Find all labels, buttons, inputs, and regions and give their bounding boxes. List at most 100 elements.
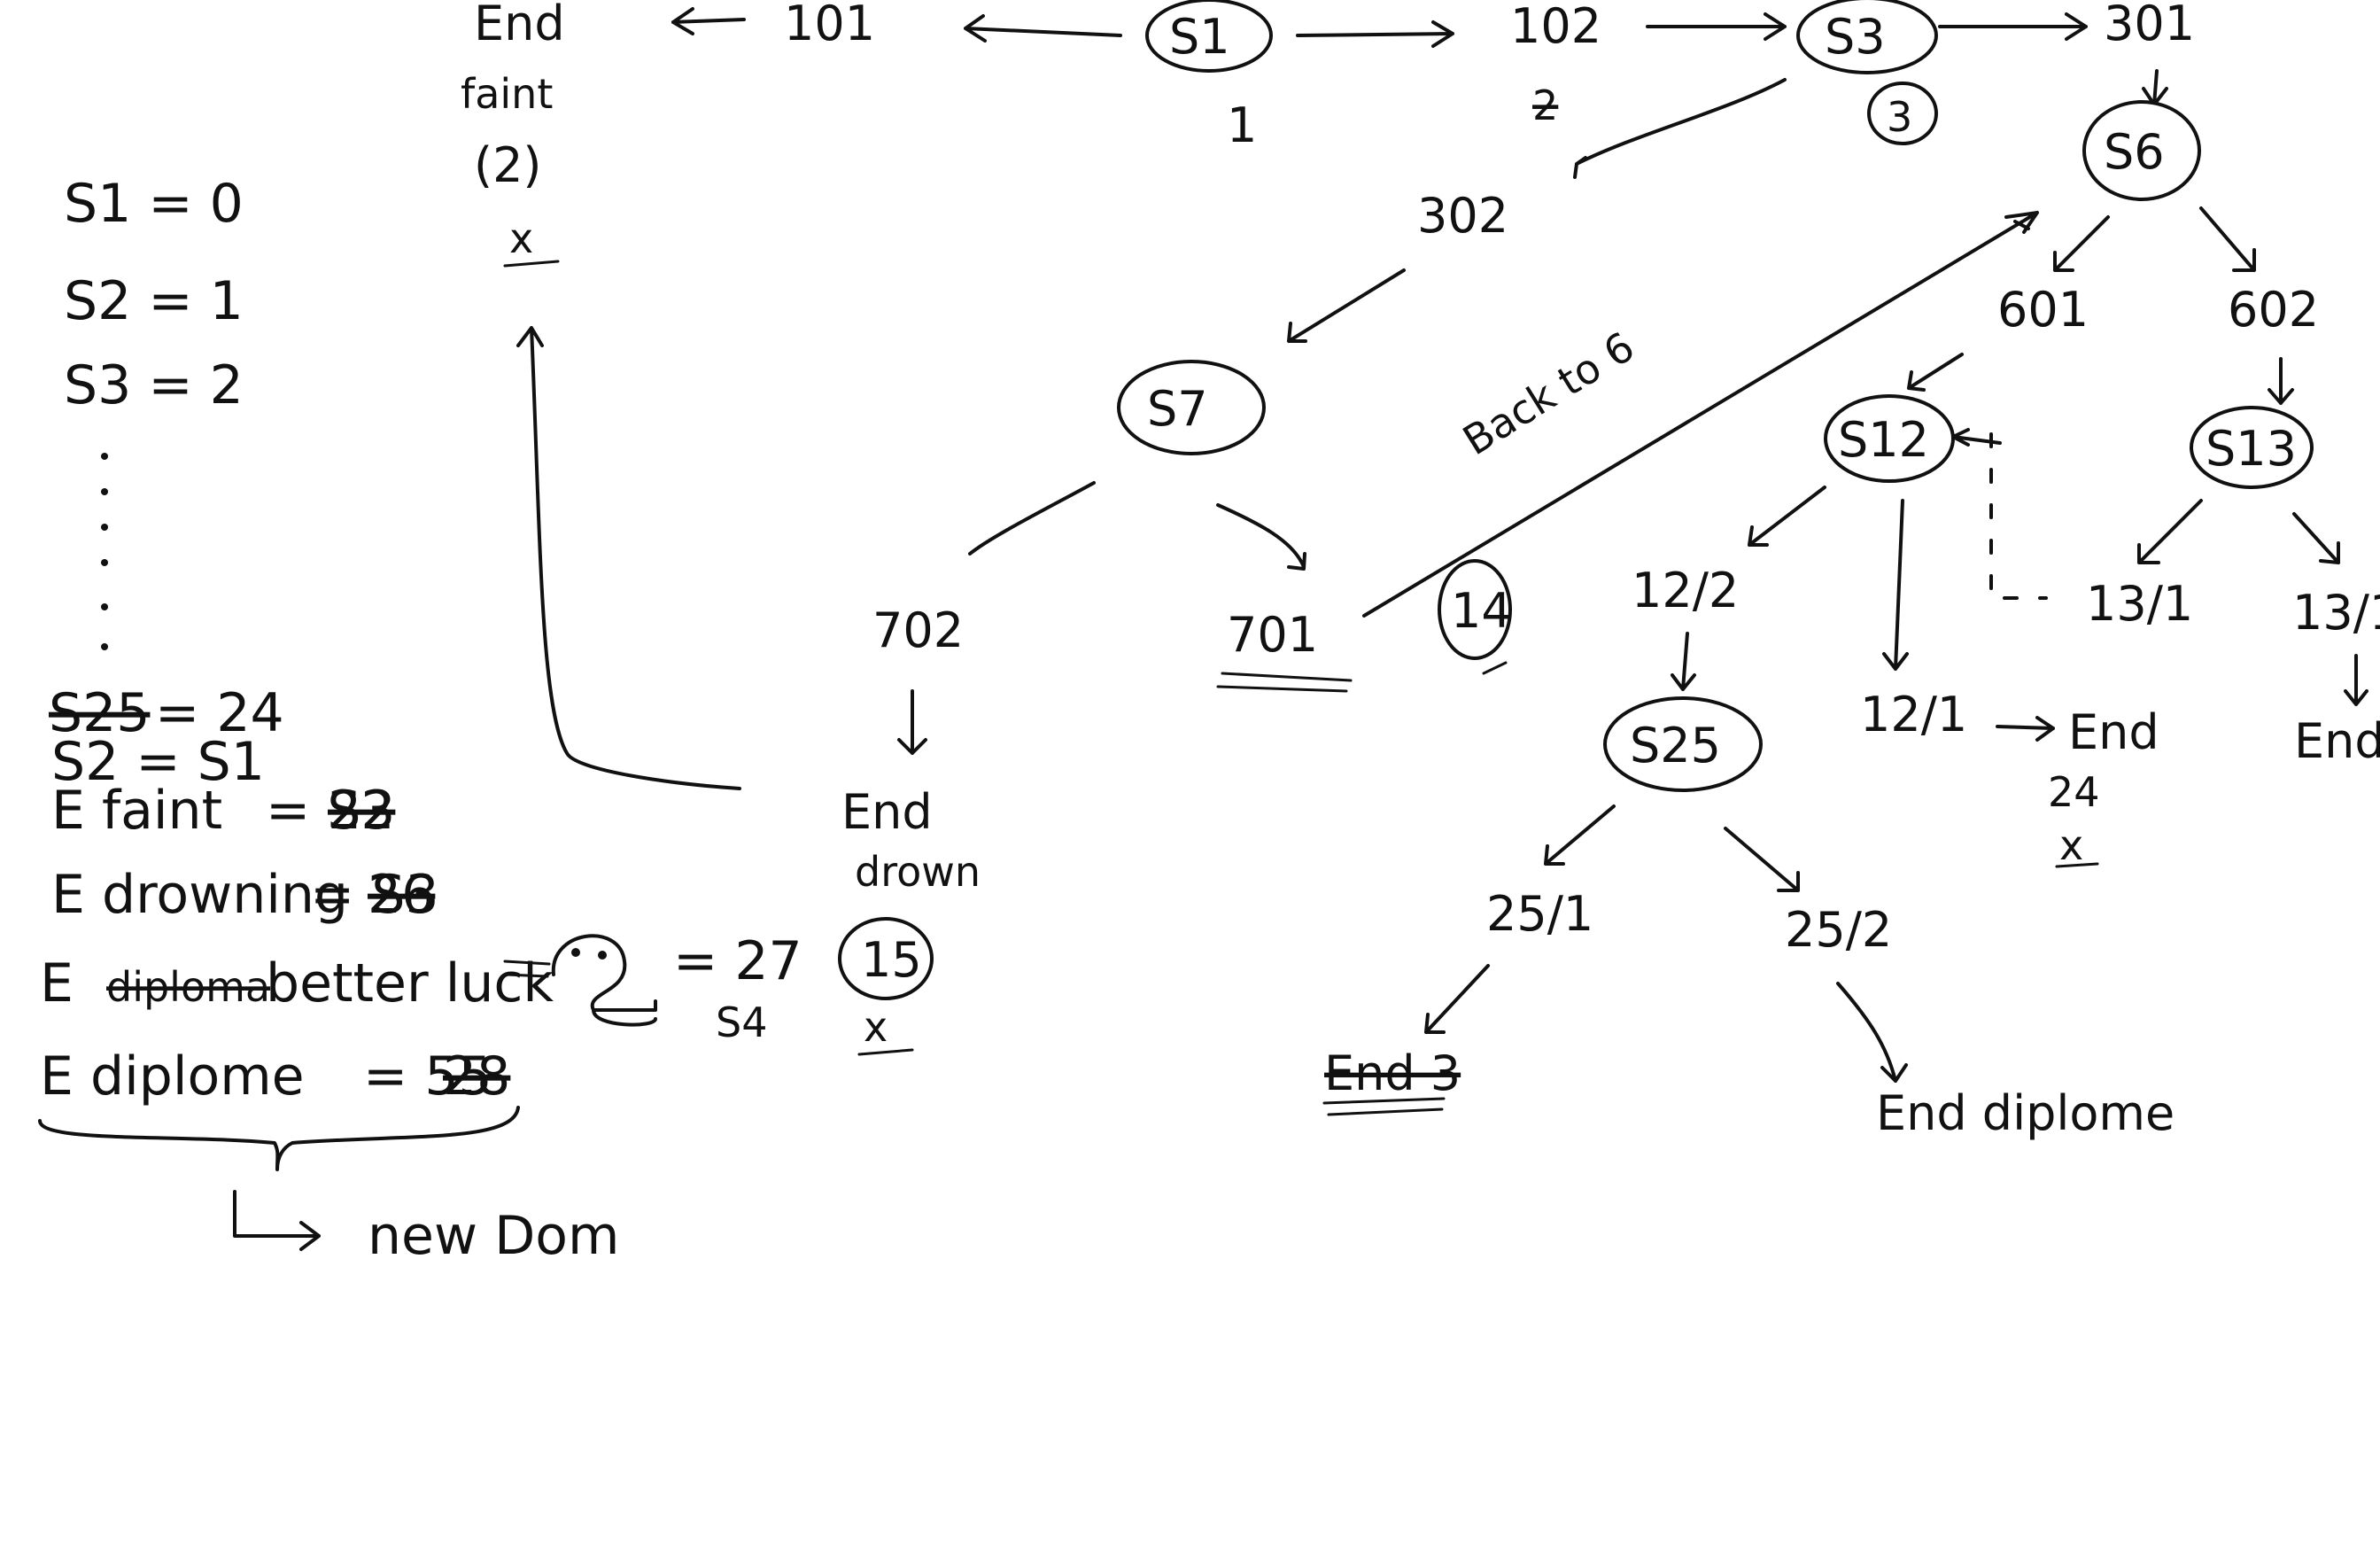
- node-s25: [1603, 696, 1763, 792]
- end3-underline: [1322, 1097, 1446, 1116]
- node-s7: [1117, 360, 1266, 455]
- drowning-word-label: drown: [855, 848, 981, 896]
- choice-301: 301: [2104, 0, 2195, 51]
- end-right-label: End: [2294, 713, 2380, 769]
- edges: [516, 7, 2368, 1083]
- legend-s25-value: = 24: [155, 682, 284, 744]
- drowning-mark: x: [864, 1003, 888, 1051]
- legend-brace: [38, 1106, 520, 1171]
- end3-label: End 3: [1324, 1045, 1461, 1101]
- arrow-13-2-to-end: [2344, 654, 2368, 706]
- legend-diplome-value: = 55: [363, 1045, 492, 1107]
- choice-13-1: 13/1: [2086, 576, 2193, 632]
- arrow-s1-to-101: [964, 14, 1122, 43]
- tree: S6 601 602 S7 S12 S13 702 701 Back to 6 …: [838, 100, 2380, 1141]
- choice-602: 602: [2228, 282, 2319, 338]
- legend-s2: S2 = 1: [64, 270, 244, 332]
- arrow-s3-to-302: [1573, 78, 1787, 179]
- node-s6-label: S6: [2104, 124, 2165, 180]
- node-3-label: 3: [1887, 93, 1912, 141]
- legend-drowning-label: E drowning: [51, 864, 348, 926]
- arrow-dashed-into-s12: [1951, 428, 2002, 447]
- node-s6: [2082, 100, 2201, 201]
- node-14-mark: [1482, 661, 1508, 675]
- node-s25-label: S25: [1630, 718, 1721, 773]
- arrow-s25-to-25-2: [1724, 827, 1800, 892]
- edge-s7-to-702: [968, 481, 1096, 556]
- end24-mark: x: [2059, 821, 2083, 869]
- faint-word-label: faint: [461, 70, 553, 118]
- node-s13: [2190, 406, 2314, 489]
- arrow-s12-to-12-1: [1882, 499, 1909, 671]
- footer-arrow: [233, 1190, 321, 1251]
- arrow-s12-to-12-2: [1748, 486, 1826, 547]
- arrow-s7-to-701: [1216, 503, 1306, 571]
- arrow-s6-to-601: [2053, 215, 2110, 272]
- arrow-102-to-s3: [1646, 12, 1787, 41]
- back-to-6-label: Back to 6: [1454, 323, 1642, 464]
- legend-s25-struck: S25: [49, 682, 150, 744]
- node-s13-label: S13: [2206, 421, 2297, 477]
- choice-12-1: 12/1: [1860, 687, 1967, 742]
- dashed-13-1-to-s12: [1989, 432, 2048, 600]
- node-s7-label: S7: [1147, 381, 1208, 437]
- legend-faint-struck: 23: [328, 780, 395, 842]
- arrow-602-to-s13: [2268, 357, 2294, 405]
- drowning-mark-underline: [857, 1048, 914, 1056]
- arrow-back-to-6: [1362, 211, 2039, 618]
- arrow-25-2-to-end-diplome: [1836, 982, 1908, 1083]
- legend-diplome-label: E diplome: [40, 1045, 305, 1107]
- legend-drowning-struck: 26: [368, 864, 435, 926]
- choice-13-2: 13/1: [2292, 585, 2380, 641]
- node-15-label: 15: [861, 932, 922, 988]
- node-s1: [1145, 0, 1273, 73]
- choice-601: 601: [1997, 282, 2089, 338]
- choice-12-2: 12/2: [1632, 563, 1739, 618]
- ellipsis-dots: [101, 453, 108, 650]
- node-3: [1867, 82, 1938, 145]
- node-15: [838, 917, 934, 1000]
- faint-end-label: End: [474, 0, 565, 51]
- faint-mark-underline: [503, 260, 560, 268]
- node-s12-label: S12: [1838, 412, 1929, 468]
- legend-s2-s1: S2 = S1: [51, 731, 265, 793]
- arrow-s6-to-602: [2199, 206, 2256, 272]
- node-s3: [1796, 0, 1938, 74]
- arrow-301-to-s6: [2142, 69, 2168, 106]
- end24-mark-underline: [2055, 862, 2099, 868]
- arrow-601-to-s12: [1907, 353, 1964, 392]
- choice-25-2: 25/2: [1785, 902, 1892, 958]
- legend-footer: new Dom: [368, 1205, 619, 1267]
- snake-doodle: [503, 934, 657, 1027]
- end24-number: 24: [2048, 768, 2100, 816]
- arrow-702-to-end: [897, 689, 927, 755]
- choice-702: 702: [872, 602, 964, 658]
- legend-better-luck-text: better luck: [266, 952, 554, 1014]
- arrow-s3-to-301: [1938, 12, 2088, 41]
- arrow-12-2-to-s25: [1671, 632, 1696, 691]
- legend-s1: S1 = 0: [64, 173, 244, 235]
- legend: S1 = 0 S2 = 1 S3 = 2 S25 = 24 S2 = S1 E …: [38, 173, 802, 1267]
- choice-102: 102: [1510, 0, 1601, 54]
- legend-faint-label: E faint: [51, 780, 222, 842]
- faint-number: (2): [474, 137, 542, 193]
- node-14-label: 14: [1451, 583, 1512, 639]
- arrow-s1-to-102: [1296, 20, 1454, 48]
- arrow-s13-to-13-1: [2137, 499, 2203, 564]
- arrow-drown-to-faint: [516, 326, 741, 790]
- top-row: End faint (2) x 101 102 2 301 302 S1 1 S…: [461, 0, 2195, 268]
- node-14: [1438, 559, 1512, 660]
- choice-101: 101: [784, 0, 875, 51]
- faint-mark: x: [509, 214, 533, 262]
- choice-25-1: 25/1: [1486, 886, 1593, 942]
- legend-better-luck-label: E: [40, 952, 74, 1014]
- s1-count: 1: [1227, 97, 1257, 153]
- arrow-12-1-to-end: [1996, 716, 2055, 742]
- end24-label: End: [2068, 704, 2159, 760]
- choice-302: 302: [1417, 188, 1508, 244]
- node-s3-label: S3: [1825, 9, 1886, 65]
- legend-diplome-struck: 28: [443, 1045, 510, 1107]
- legend-drowning-value: = S3: [310, 864, 439, 926]
- legend-better-luck-sub: S4: [716, 999, 767, 1046]
